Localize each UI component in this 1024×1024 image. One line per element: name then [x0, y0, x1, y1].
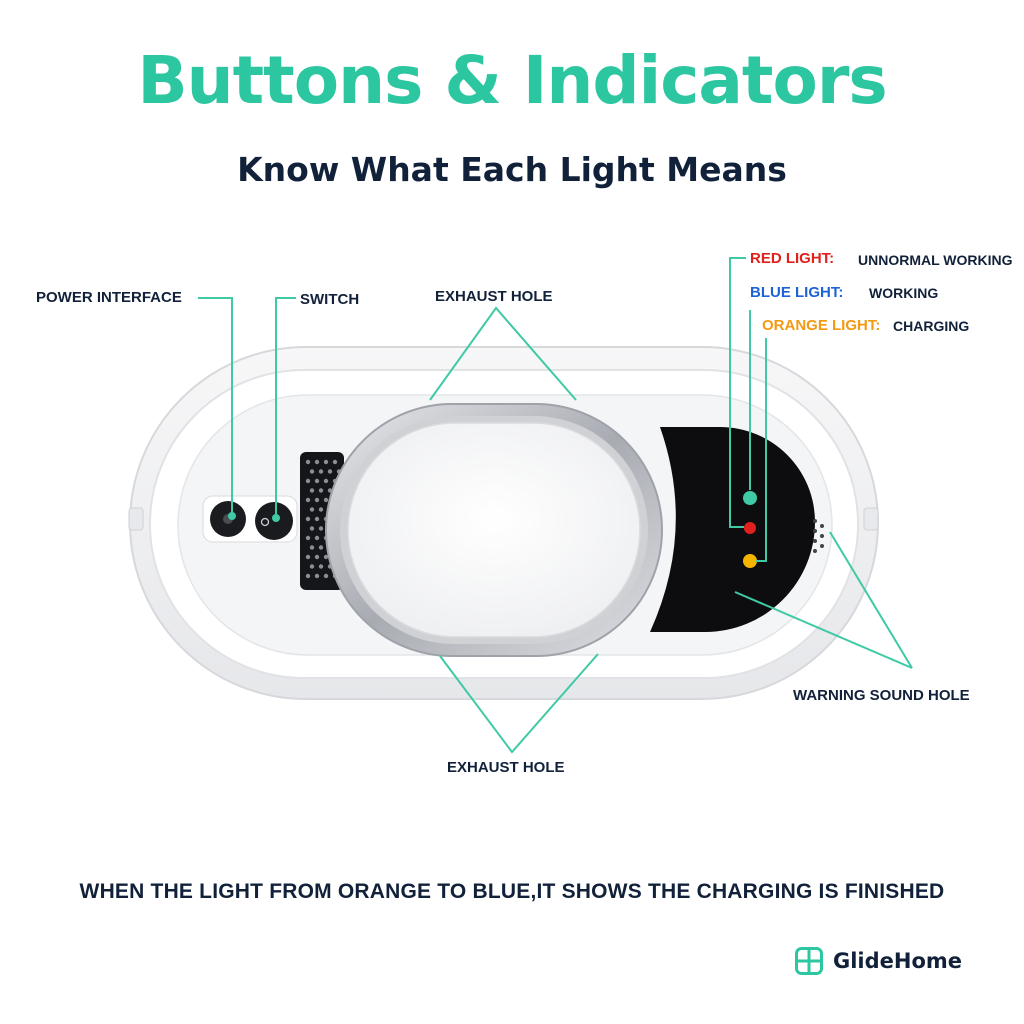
vent-dot: [305, 497, 311, 503]
warning-sound-hole: [813, 519, 824, 553]
vent-dot: [309, 564, 315, 569]
vent-dot: [309, 526, 315, 531]
vent-dot: [314, 554, 320, 560]
vent-dot: [314, 459, 320, 465]
label-switch: SWITCH: [300, 291, 360, 308]
brand: GlideHome: [795, 946, 962, 976]
vent-dot: [314, 478, 320, 484]
legend-red-light-meaning: UNNORMAL WORKING: [858, 252, 1013, 268]
vent-dot: [318, 488, 324, 493]
label-exhaust-hole-bottom: EXHAUST HOLE: [447, 759, 565, 776]
vent-dot: [314, 535, 320, 541]
vent-dot: [318, 469, 324, 474]
vent-dot: [318, 507, 324, 512]
orange-indicator-light: [743, 554, 757, 568]
vent-dot: [318, 564, 324, 569]
vent-dot: [305, 554, 311, 560]
blue-indicator-light: [743, 491, 757, 505]
vent-dot: [309, 469, 315, 474]
vent-dot: [314, 573, 320, 579]
vent-dot: [318, 545, 324, 550]
vent-dot: [327, 469, 333, 474]
legend-orange-light-name: ORANGE LIGHT:: [762, 317, 881, 334]
charging-note: WHEN THE LIGHT FROM ORANGE TO BLUE,IT SH…: [79, 880, 945, 903]
indicator-panel: [650, 427, 815, 632]
vent-dot: [309, 507, 315, 512]
legend-orange-light-meaning: CHARGING: [893, 318, 970, 334]
legend-blue-light-name: BLUE LIGHT:: [750, 284, 844, 301]
vent-dot: [314, 516, 320, 522]
vent-dot: [305, 459, 311, 465]
label-power-interface: POWER INTERFACE: [36, 289, 182, 306]
page-subtitle: Know What Each Light Means: [237, 150, 787, 189]
vent-dot: [305, 535, 311, 541]
vent-dot: [305, 516, 311, 522]
vent-dot: [305, 478, 311, 484]
vent-dot: [309, 488, 315, 493]
brand-name: GlideHome: [833, 949, 963, 973]
page-title: Buttons & Indicators: [137, 42, 887, 119]
vent-dot: [318, 526, 324, 531]
label-warning-sound-hole: WARNING SOUND HOLE: [793, 687, 970, 704]
leader-lines: [198, 257, 913, 754]
grid-logo-icon: [795, 947, 823, 975]
legend-red-light-name: RED LIGHT:: [750, 250, 835, 267]
vent-dot: [323, 478, 329, 484]
vent-dot: [309, 545, 315, 550]
label-exhaust-hole-top: EXHAUST HOLE: [435, 288, 553, 305]
vent-dot: [323, 554, 329, 560]
center-pad: [347, 422, 641, 638]
vent-dot: [323, 497, 329, 503]
vent-dot: [332, 459, 338, 465]
vent-dot: [314, 497, 320, 503]
vent-dot: [323, 573, 329, 579]
legend-blue-light-meaning: WORKING: [869, 285, 939, 301]
red-indicator-light: [744, 522, 756, 534]
vent-dot: [305, 573, 311, 579]
vent-dot: [323, 459, 329, 465]
